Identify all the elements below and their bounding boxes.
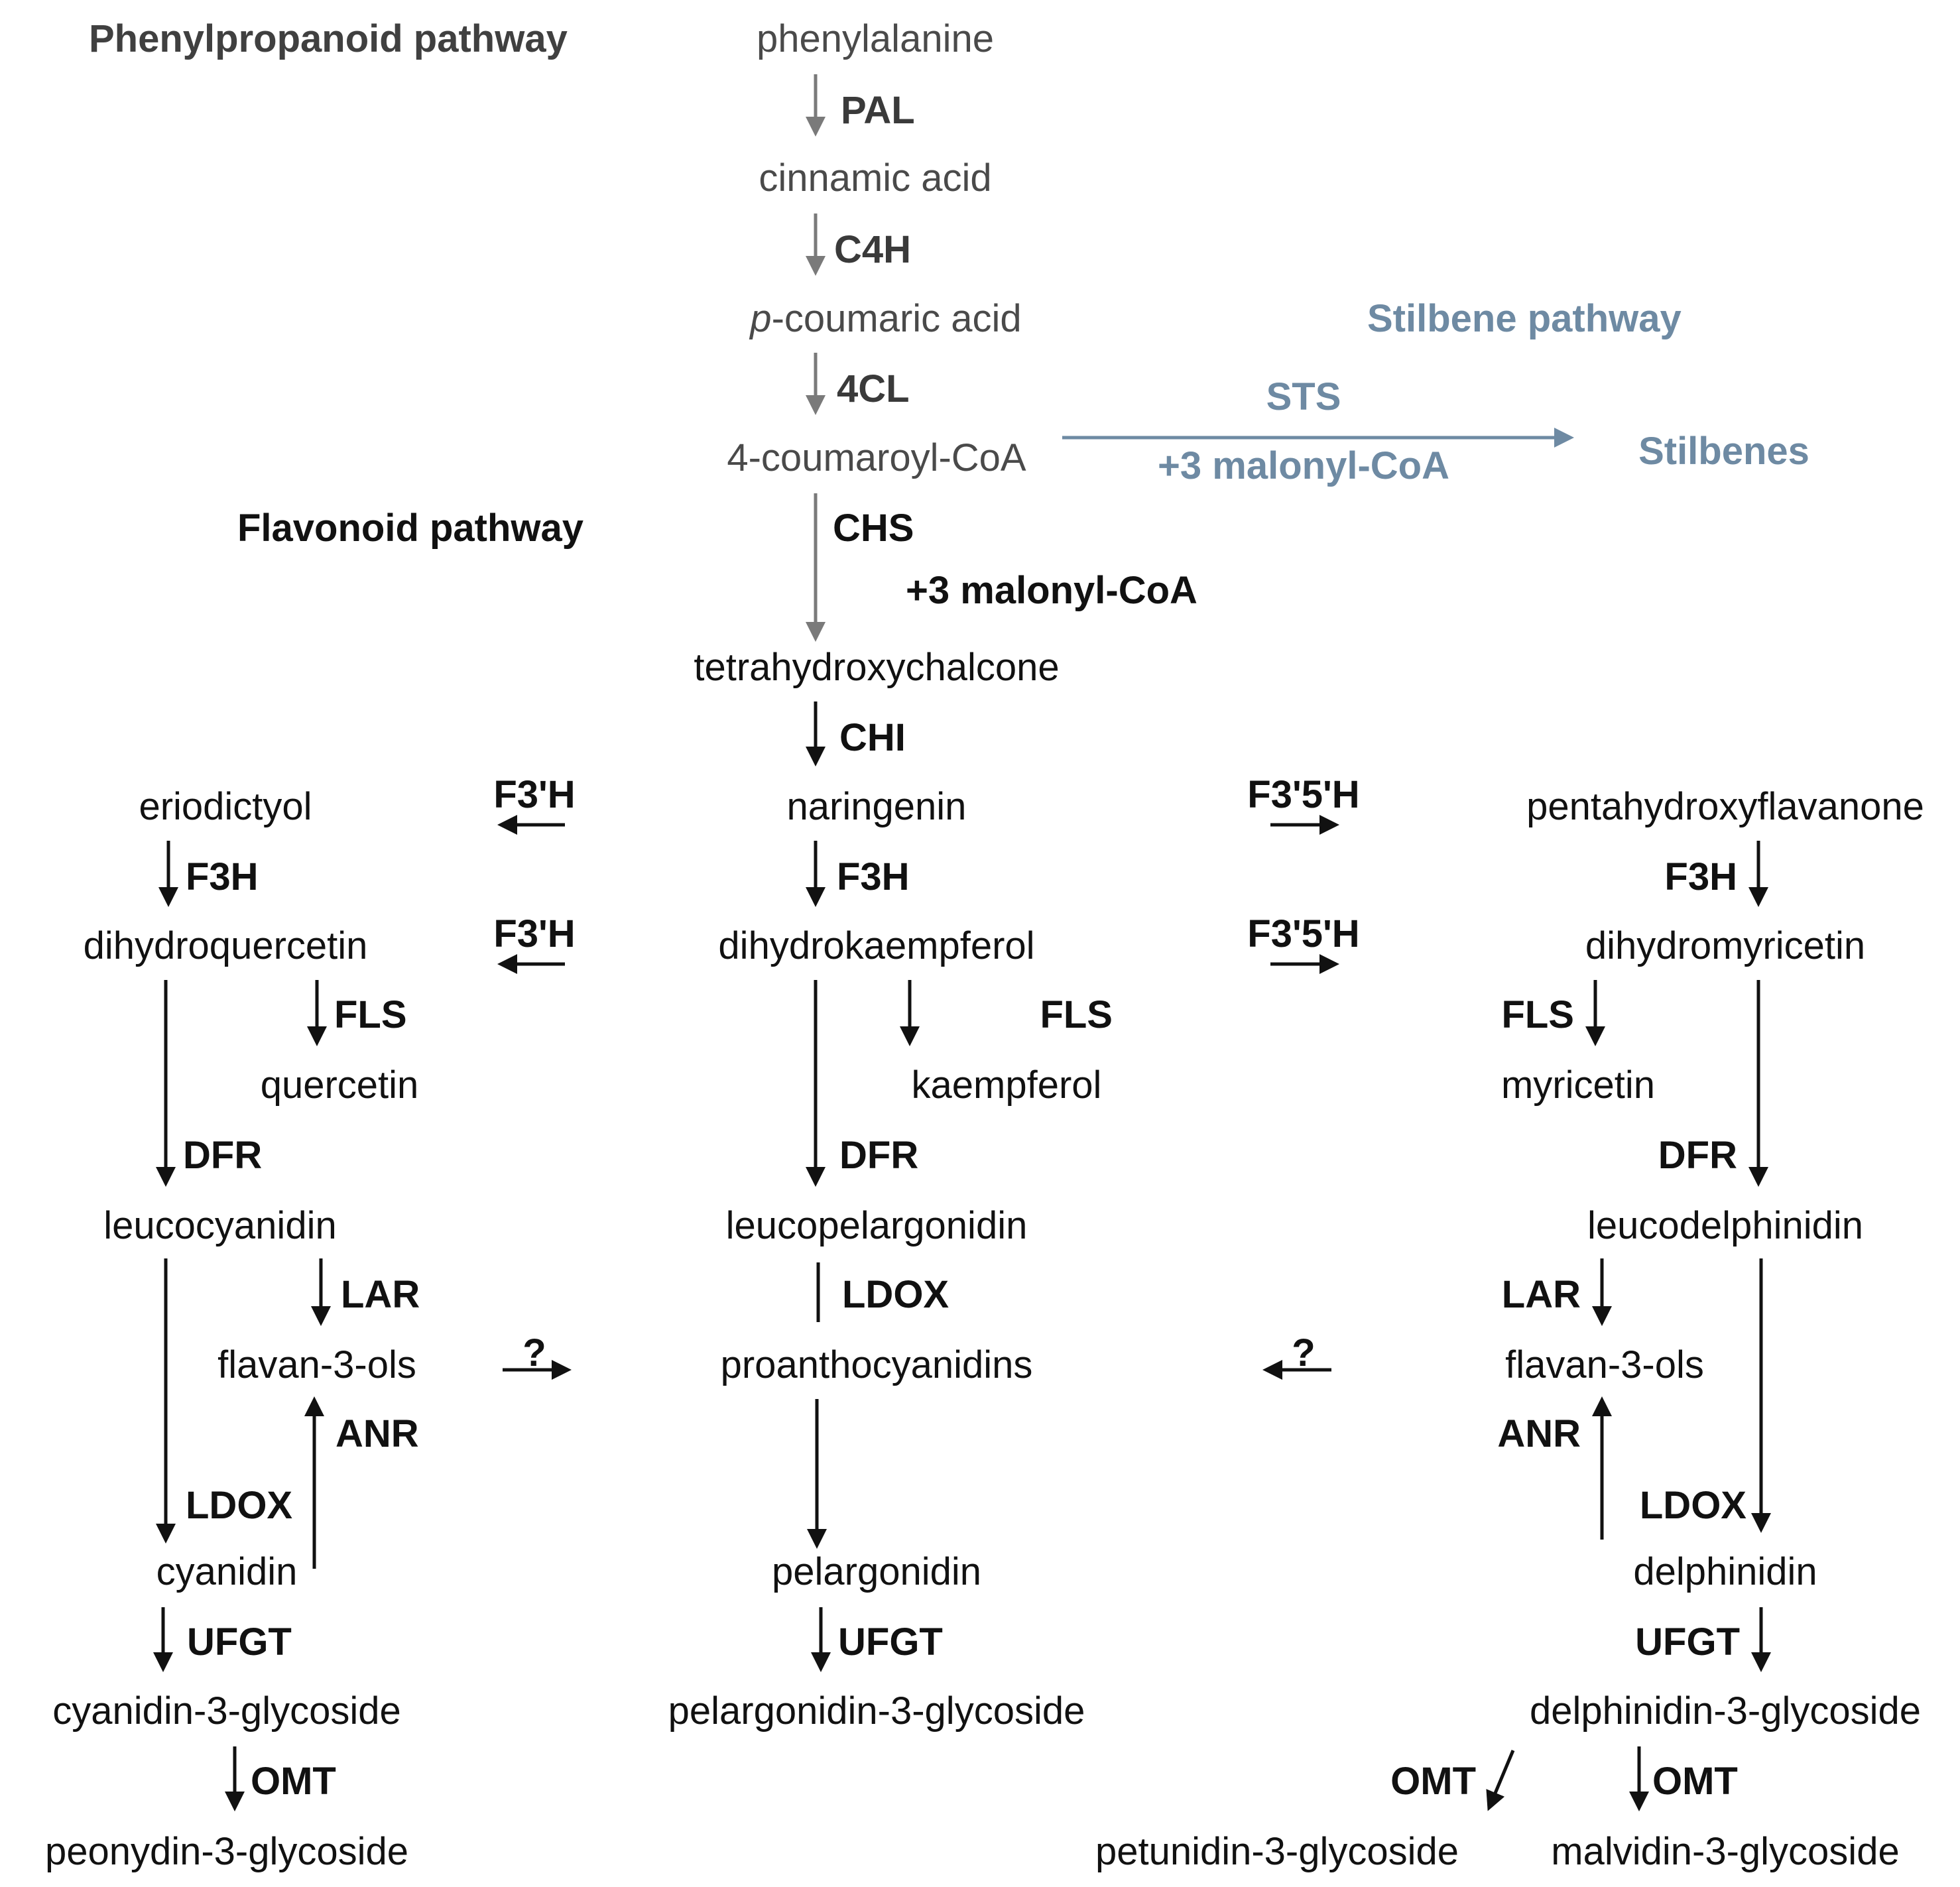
- fls-left-enzyme: FLS: [334, 993, 407, 1036]
- malvidin-3-glycoside-label: malvidin-3-glycoside: [1551, 1830, 1899, 1873]
- ufgt-center-enzyme: UFGT: [838, 1620, 943, 1664]
- myricetin-label: myricetin: [1501, 1064, 1655, 1107]
- f3ph-top-enzyme: F3'H: [493, 773, 575, 816]
- f3ph-bottom-enzyme: F3'H: [493, 912, 575, 955]
- 4cl-enzyme: 4CL: [837, 367, 910, 410]
- dihydrokaempferol-label: dihydrokaempferol: [718, 924, 1034, 967]
- lar-right-enzyme: LAR: [1502, 1273, 1581, 1316]
- ldox-left-enzyme: LDOX: [186, 1484, 292, 1527]
- dfr-left-enzyme: DFR: [183, 1134, 262, 1177]
- leucopelargonidin-label: leucopelargonidin: [726, 1204, 1028, 1247]
- question-right: ?: [1292, 1331, 1315, 1374]
- chs-enzyme: CHS: [833, 507, 914, 550]
- delphinidin-3-glycoside-label: delphinidin-3-glycoside: [1530, 1689, 1921, 1733]
- chs-malonyl-coa: +3 malonyl-CoA: [906, 569, 1197, 612]
- ldox-center-enzyme: LDOX: [842, 1273, 949, 1316]
- p-coumaric-acid-label: p-coumaric acid: [749, 297, 1021, 340]
- flavonoid-pathway-heading: Flavonoid pathway: [237, 507, 583, 550]
- f35h-bottom-enzyme: F3'5'H: [1247, 912, 1359, 955]
- flavan-3-ols-right-label: flavan-3-ols: [1505, 1343, 1704, 1386]
- dihydroquercetin-label: dihydroquercetin: [84, 924, 368, 967]
- omt-petunidin-enzyme: OMT: [1390, 1760, 1476, 1803]
- tetrahydroxychalcone-label: tetrahydroxychalcone: [694, 646, 1059, 689]
- pelargonidin-label: pelargonidin: [772, 1550, 981, 1593]
- dfr-right-enzyme: DFR: [1658, 1134, 1737, 1177]
- p-prefix: p: [749, 297, 771, 340]
- 4-coumaroyl-coa-label: 4-coumaroyl-CoA: [727, 436, 1026, 479]
- cyanidin-label: cyanidin: [156, 1550, 298, 1593]
- omt-malvidin-enzyme: OMT: [1652, 1760, 1738, 1803]
- stilbenes-label: Stilbenes: [1638, 430, 1809, 473]
- pelargonidin-3-glycoside-label: pelargonidin-3-glycoside: [668, 1689, 1085, 1733]
- petunidin-3-glycoside-label: petunidin-3-glycoside: [1095, 1830, 1459, 1873]
- coumaric-acid-rest: -coumaric acid: [772, 297, 1022, 340]
- dfr-center-enzyme: DFR: [839, 1134, 918, 1177]
- c4h-enzyme: C4H: [834, 228, 911, 271]
- sts-malonyl-coa: +3 malonyl-CoA: [1158, 444, 1449, 487]
- pal-enzyme: PAL: [841, 89, 915, 132]
- cinnamic-acid-label: cinnamic acid: [759, 156, 991, 200]
- fls-right-enzyme: FLS: [1501, 993, 1574, 1036]
- f35h-top-enzyme: F3'5'H: [1247, 773, 1359, 816]
- naringenin-label: naringenin: [787, 785, 967, 828]
- eriodictyol-label: eriodictyol: [139, 785, 312, 828]
- stilbene-pathway-heading: Stilbene pathway: [1367, 297, 1682, 340]
- leucodelphinidin-label: leucodelphinidin: [1587, 1204, 1863, 1247]
- dihydromyricetin-label: dihydromyricetin: [1585, 924, 1865, 967]
- f3h-right-enzyme: F3H: [1664, 855, 1737, 898]
- chi-enzyme: CHI: [839, 716, 906, 759]
- ldox-right-enzyme: LDOX: [1640, 1484, 1746, 1527]
- question-left: ?: [522, 1331, 546, 1374]
- anr-right-enzyme: ANR: [1497, 1412, 1581, 1455]
- flavan-3-ols-left-label: flavan-3-ols: [217, 1343, 416, 1386]
- f3h-center-enzyme: F3H: [837, 855, 910, 898]
- cyanidin-3-glycoside-label: cyanidin-3-glycoside: [52, 1689, 400, 1733]
- anr-left-enzyme: ANR: [336, 1412, 419, 1455]
- peonidin-3-glycoside-label: peonydin-3-glycoside: [45, 1830, 408, 1873]
- omt-left-enzyme: OMT: [251, 1760, 336, 1803]
- ufgt-left-enzyme: UFGT: [187, 1620, 292, 1664]
- leucocyanidin-label: leucocyanidin: [103, 1204, 336, 1247]
- phenylpropanoid-pathway-heading: Phenylpropanoid pathway: [89, 17, 568, 60]
- delphinidin-label: delphinidin: [1633, 1550, 1817, 1593]
- kaempferol-label: kaempferol: [912, 1064, 1102, 1107]
- proanthocyanidins-label: proanthocyanidins: [721, 1343, 1033, 1386]
- fls-center-enzyme: FLS: [1040, 993, 1113, 1036]
- phenylalanine-label: phenylalanine: [757, 17, 994, 60]
- quercetin-label: quercetin: [261, 1064, 419, 1107]
- ufgt-right-enzyme: UFGT: [1635, 1620, 1740, 1664]
- sts-enzyme: STS: [1266, 375, 1341, 418]
- omt-petunidin-arrow: [1486, 1750, 1515, 1811]
- pentahydroxyflavanone-label: pentahydroxyflavanone: [1526, 785, 1924, 828]
- f3h-left-enzyme: F3H: [186, 855, 259, 898]
- lar-left-enzyme: LAR: [341, 1273, 420, 1316]
